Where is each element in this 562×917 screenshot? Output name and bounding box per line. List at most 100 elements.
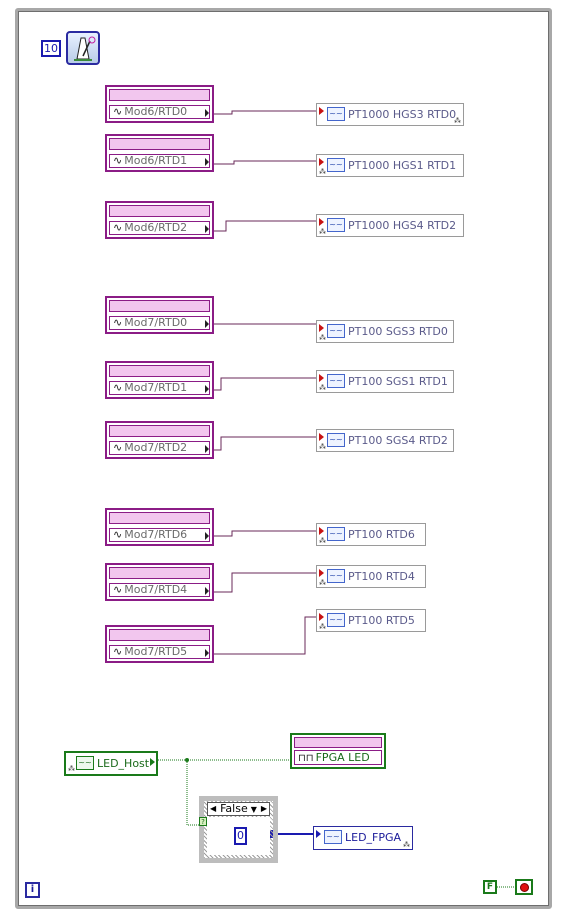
- wire-mod7-rtd1: [213, 377, 318, 391]
- wait-timer-icon[interactable]: [66, 31, 100, 65]
- wire-mod7-rtd4: [213, 572, 318, 593]
- led-fpga-local-variable[interactable]: ~~ LED_FPGA ⁂: [313, 826, 413, 850]
- local-marker-icon: ⁂: [403, 841, 410, 849]
- case-selector-value: False: [220, 802, 248, 815]
- io-node-header: [109, 365, 210, 377]
- local-variable-label: PT100 SGS4 RTD2: [348, 434, 448, 447]
- local-variable[interactable]: ~~ PT1000 HGS1 RTD1 ⁂: [316, 154, 464, 177]
- left-arrow-icon[interactable]: ◀: [210, 804, 217, 813]
- local-variable[interactable]: ~~ PT1000 HGS4 RTD2 ⁂: [316, 214, 464, 237]
- fpga-io-node[interactable]: ∿Mod7/RTD1: [105, 361, 214, 399]
- io-node-row[interactable]: ∿Mod6/RTD2: [109, 221, 210, 235]
- io-node-row[interactable]: ∿Mod7/RTD4: [109, 583, 210, 597]
- output-arrow-icon: [150, 758, 155, 766]
- io-node-header: [109, 567, 210, 579]
- input-arrow-icon: [319, 324, 324, 332]
- io-node-label: Mod7/RTD2: [124, 441, 188, 454]
- fpga-io-node[interactable]: ∿Mod7/RTD0: [105, 296, 214, 334]
- local-variable[interactable]: ~~ PT100 RTD6 ⁂: [316, 523, 426, 546]
- fpga-io-node[interactable]: ∿Mod7/RTD6: [105, 508, 214, 546]
- iteration-terminal: i: [25, 882, 40, 898]
- analog-wave-icon: ∿: [113, 583, 123, 596]
- stop-condition-terminal[interactable]: [515, 879, 533, 895]
- io-node-row[interactable]: ∿Mod7/RTD5: [109, 645, 210, 659]
- local-variable-label: PT100 RTD4: [348, 570, 415, 583]
- io-node-header: [109, 300, 210, 312]
- fpga-io-node[interactable]: ∿Mod7/RTD2: [105, 421, 214, 459]
- numeric-indicator-icon: ~~: [324, 830, 342, 844]
- local-variable[interactable]: ~~ PT100 RTD4 ⁂: [316, 565, 426, 588]
- output-arrow-icon: [205, 385, 209, 393]
- chevron-down-icon[interactable]: ▼: [250, 805, 257, 814]
- io-node-row[interactable]: ∿Mod7/RTD2: [109, 441, 210, 455]
- fpga-io-node[interactable]: ∿Mod7/RTD4: [105, 563, 214, 601]
- fpga-led-label: FPGA LED: [315, 751, 370, 764]
- boolean-control-icon: ~~: [76, 756, 94, 770]
- local-variable-label: PT100 SGS1 RTD1: [348, 375, 448, 388]
- output-arrow-icon: [205, 158, 209, 166]
- loop-timer-constant[interactable]: 10: [41, 40, 61, 57]
- while-loop-frame: [15, 8, 552, 909]
- local-variable[interactable]: ~~ PT100 SGS4 RTD2 ⁂: [316, 429, 454, 452]
- io-node-label: Mod7/RTD6: [124, 528, 188, 541]
- fpga-led-io-node[interactable]: ⊓⊓FPGA LED: [290, 733, 386, 769]
- io-node-row[interactable]: ∿Mod7/RTD6: [109, 528, 210, 542]
- io-node-header: [109, 512, 210, 524]
- io-node-label: Mod7/RTD0: [124, 316, 188, 329]
- io-node-row[interactable]: ∿Mod6/RTD0: [109, 105, 210, 119]
- input-arrow-icon: [316, 830, 321, 838]
- local-variable-label: PT100 RTD5: [348, 614, 415, 627]
- local-marker-icon: ⁂: [68, 765, 75, 773]
- input-arrow-icon: [319, 374, 324, 382]
- numeric-indicator-icon: ~~: [327, 158, 345, 172]
- output-arrow-icon: [205, 587, 209, 595]
- output-arrow-icon: [205, 320, 209, 328]
- right-arrow-icon[interactable]: ▶: [260, 804, 267, 813]
- numeric-indicator-icon: ~~: [327, 527, 345, 541]
- case-selector-terminal[interactable]: ?: [199, 817, 207, 826]
- local-variable[interactable]: ~~ PT100 RTD5 ⁂: [316, 609, 426, 632]
- fpga-io-node[interactable]: ∿Mod6/RTD0: [105, 85, 214, 123]
- local-variable-label: PT1000 HGS3 RTD0: [348, 108, 457, 121]
- case-selector-label[interactable]: ◀ False▼ ▶: [207, 802, 270, 816]
- wire-junction: [185, 758, 189, 762]
- analog-wave-icon: ∿: [113, 441, 123, 454]
- io-node-row[interactable]: ∿Mod6/RTD1: [109, 154, 210, 168]
- local-variable-label: PT100 RTD6: [348, 528, 415, 541]
- case-structure[interactable]: ◀ False▼ ▶: [199, 796, 278, 863]
- input-arrow-icon: [319, 527, 324, 535]
- output-arrow-icon: [205, 649, 209, 657]
- analog-wave-icon: ∿: [113, 154, 123, 167]
- local-variable[interactable]: ~~ PT1000 HGS3 RTD0 ⁂: [316, 103, 464, 126]
- while-loop-inner-border: [18, 11, 549, 906]
- local-variable[interactable]: ~~ PT100 SGS1 RTD1 ⁂: [316, 370, 454, 393]
- wire-led-host-case: [186, 760, 199, 826]
- local-marker-icon: ⁂: [319, 228, 326, 236]
- local-marker-icon: ⁂: [454, 117, 461, 125]
- local-marker-icon: ⁂: [319, 334, 326, 342]
- io-node-header: [109, 138, 210, 150]
- io-node-row[interactable]: ⊓⊓FPGA LED: [294, 750, 382, 765]
- fpga-io-node[interactable]: ∿Mod6/RTD2: [105, 201, 214, 239]
- io-node-header: [109, 629, 210, 641]
- io-node-label: Mod7/RTD4: [124, 583, 188, 596]
- led-fpga-label: LED_FPGA: [345, 831, 402, 844]
- io-node-row[interactable]: ∿Mod7/RTD0: [109, 316, 210, 330]
- io-node-label: Mod7/RTD5: [124, 645, 188, 658]
- local-marker-icon: ⁂: [319, 384, 326, 392]
- local-variable[interactable]: ~~ PT100 SGS3 RTD0 ⁂: [316, 320, 454, 343]
- numeric-indicator-icon: ~~: [327, 107, 345, 121]
- fpga-io-node[interactable]: ∿Mod7/RTD5: [105, 625, 214, 663]
- fpga-io-node[interactable]: ∿Mod6/RTD1: [105, 134, 214, 172]
- analog-wave-icon: ∿: [113, 381, 123, 394]
- false-constant[interactable]: F: [483, 880, 497, 894]
- io-node-row[interactable]: ∿Mod7/RTD1: [109, 381, 210, 395]
- led-host-control[interactable]: ⁂ ~~ LED_Host: [64, 751, 158, 776]
- io-node-header: [294, 737, 382, 748]
- local-marker-icon: ⁂: [319, 623, 326, 631]
- analog-wave-icon: ∿: [113, 528, 123, 541]
- input-arrow-icon: [319, 569, 324, 577]
- input-arrow-icon: [319, 107, 324, 115]
- case-numeric-constant[interactable]: 0: [234, 827, 247, 845]
- numeric-indicator-icon: ~~: [327, 433, 345, 447]
